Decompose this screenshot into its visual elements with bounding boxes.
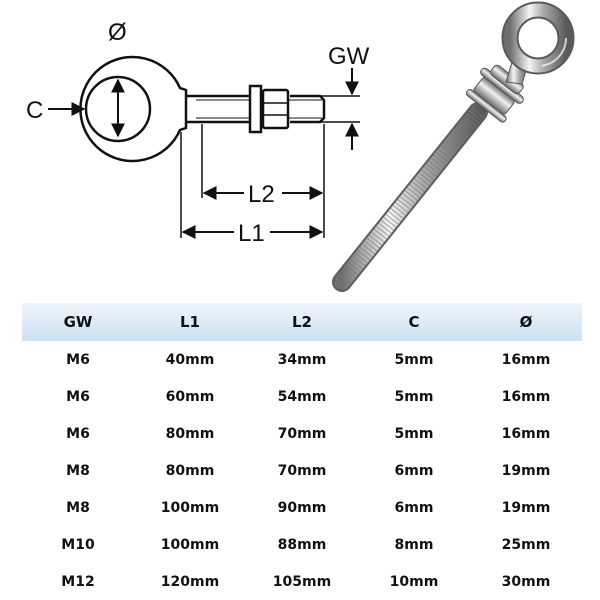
cell-l1: 60mm <box>165 388 215 405</box>
cell-gw: M8 <box>66 499 90 516</box>
cell-diameter: 16mm <box>501 351 551 368</box>
cell-diameter: 19mm <box>501 499 551 516</box>
cell-diameter: 25mm <box>501 536 551 553</box>
cell-gw: M12 <box>61 573 95 590</box>
cell-gw: M8 <box>66 462 90 479</box>
cell-l2: 70mm <box>277 462 327 479</box>
bolt-thread <box>290 94 326 124</box>
cell-l2: 54mm <box>277 388 327 405</box>
cell-l1: 100mm <box>160 536 220 553</box>
cell-l2: 90mm <box>277 499 327 516</box>
cell-l1: 40mm <box>165 351 215 368</box>
header-c: C <box>408 313 420 331</box>
cell-diameter: 16mm <box>501 388 551 405</box>
washer <box>248 84 263 134</box>
cell-l1: 80mm <box>165 462 215 479</box>
cell-c: 5mm <box>394 388 434 405</box>
cell-c: 5mm <box>394 425 434 442</box>
eye-bolt-diagram: Ø GW C L2 L1 <box>26 1 575 292</box>
cell-gw: M6 <box>66 425 90 442</box>
cell-l2: 105mm <box>272 573 332 590</box>
dimension-arrows <box>48 68 359 239</box>
l1-label: L1 <box>238 220 265 247</box>
table-row: M8 100mm 90mm 6mm 19mm <box>22 489 582 526</box>
cell-gw: M6 <box>66 388 90 405</box>
cell-diameter: 30mm <box>501 573 551 590</box>
table-row: M6 80mm 70mm 5mm 16mm <box>22 415 582 452</box>
cell-c: 5mm <box>394 351 434 368</box>
table-row: M12 120mm 105mm 10mm 30mm <box>22 563 582 600</box>
diameter-label: Ø <box>108 19 127 46</box>
bolt-shank <box>186 94 250 124</box>
cell-l1: 100mm <box>160 499 220 516</box>
nut <box>261 88 290 130</box>
eye-bolt-photo <box>332 1 575 292</box>
cell-gw: M6 <box>66 351 90 368</box>
cell-gw: M10 <box>61 536 95 553</box>
table-header-row: GW L1 L2 C Ø <box>22 303 582 341</box>
header-gw: GW <box>63 313 93 331</box>
table-row: M10 100mm 88mm 8mm 25mm <box>22 526 582 563</box>
table-row: M6 40mm 34mm 5mm 16mm <box>22 341 582 378</box>
l2-label: L2 <box>248 181 275 208</box>
cell-diameter: 19mm <box>501 462 551 479</box>
cell-diameter: 16mm <box>501 425 551 442</box>
cell-l1: 120mm <box>160 573 220 590</box>
cell-c: 6mm <box>394 462 434 479</box>
specification-table: GW L1 L2 C Ø M6 40mm 34mm 5mm 16mm M6 60… <box>22 303 582 600</box>
cell-c: 8mm <box>394 536 434 553</box>
header-l2: L2 <box>292 313 312 331</box>
table-row: M8 80mm 70mm 6mm 19mm <box>22 452 582 489</box>
cell-c: 10mm <box>389 573 439 590</box>
cell-l2: 34mm <box>277 351 327 368</box>
cell-l2: 70mm <box>277 425 327 442</box>
gw-label: GW <box>328 43 370 70</box>
technical-drawing <box>79 55 360 238</box>
cell-l2: 88mm <box>277 536 327 553</box>
cell-l1: 80mm <box>165 425 215 442</box>
c-label: C <box>26 97 43 124</box>
header-diameter: Ø <box>519 313 533 331</box>
table-row: M6 60mm 54mm 5mm 16mm <box>22 378 582 415</box>
cell-c: 6mm <box>394 499 434 516</box>
header-l1: L1 <box>180 313 200 331</box>
